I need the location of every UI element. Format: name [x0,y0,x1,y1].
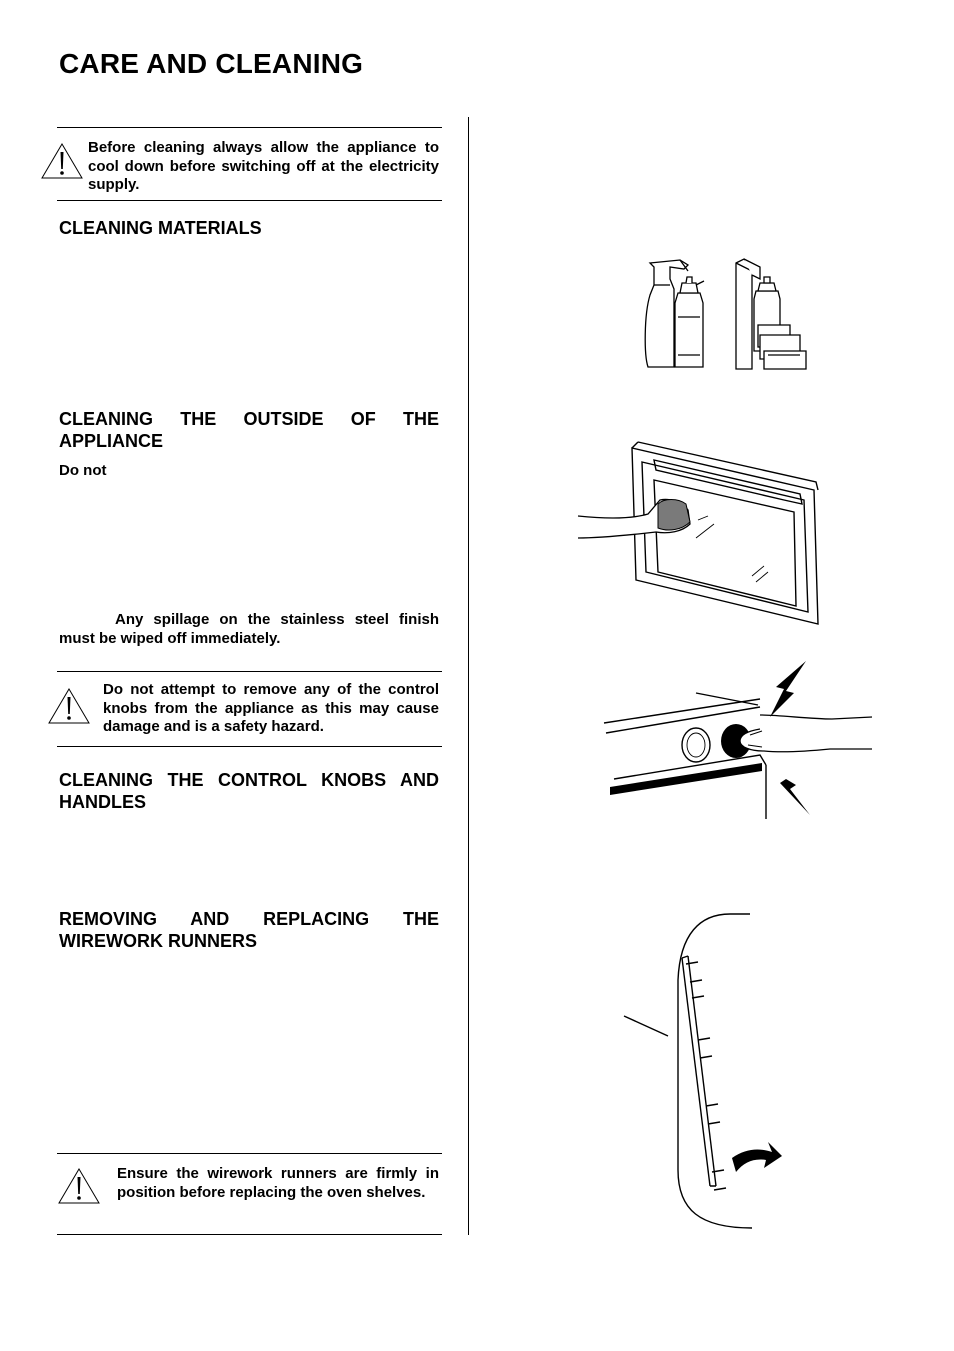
spillage-text: Any spillage on the stainless steel fini… [59,611,439,647]
heading-cleaning-outside: CLEANING THE OUTSIDE OF THE APPLIANCE [59,409,439,451]
wiping-oven-door-illustration [577,441,819,625]
divider [57,1234,442,1235]
warning-control-knobs: Do not attempt to remove any of the cont… [103,681,439,735]
heading-wirework-runners: REMOVING AND REPLACING THE WIREWORK RUNN… [59,909,439,951]
wirework-runner-illustration [623,913,782,1229]
column-divider [468,117,469,1235]
divider [57,671,442,672]
page-title: CARE AND CLEANING [59,48,364,79]
warning-wirework: Ensure the wirework runners are firmly i… [117,1165,439,1201]
outside-do-not-text: Do not [59,462,107,479]
divider [57,1153,442,1154]
divider [57,746,442,747]
divider [57,127,442,128]
pulling-control-knob-illustration [603,661,873,819]
heading-control-knobs: CLEANING THE CONTROL KNOBS AND HANDLES [59,770,439,812]
warning-triangle-icon [58,1168,100,1204]
warning-triangle-icon [41,143,83,179]
warning-cool-down: Before cleaning always allow the applian… [88,139,439,193]
heading-cleaning-materials: CLEANING MATERIALS [59,218,262,238]
cleaning-products-illustration [644,258,807,370]
divider [57,200,442,201]
warning-triangle-icon [48,688,90,724]
